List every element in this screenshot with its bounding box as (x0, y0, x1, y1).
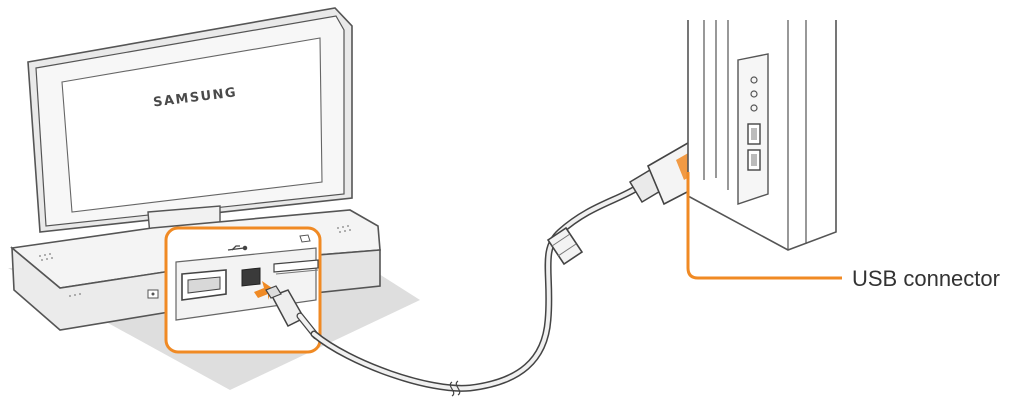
audio-jack-icon (750, 76, 758, 84)
usb-cable (310, 182, 644, 397)
ferrite-core (546, 226, 584, 266)
insert-arrow-icon (254, 281, 272, 300)
screen-display (61, 37, 323, 213)
speaker-grille-icon (39, 225, 351, 297)
port-panel-callout (164, 226, 322, 354)
usb-symbol-icon (227, 245, 248, 251)
computer-tower (687, 20, 837, 251)
audio-jack-icon (750, 104, 758, 112)
mini-usb-port (241, 267, 261, 287)
power-led-icon (151, 292, 155, 296)
usb-connector-callout: USB connector (686, 172, 1000, 291)
usb-connector-label: USB connector (852, 266, 1000, 291)
audio-jack-icon (750, 90, 758, 98)
card-symbol-icon (299, 234, 311, 243)
callout-leader-line (686, 172, 842, 280)
card-slot (273, 259, 319, 273)
